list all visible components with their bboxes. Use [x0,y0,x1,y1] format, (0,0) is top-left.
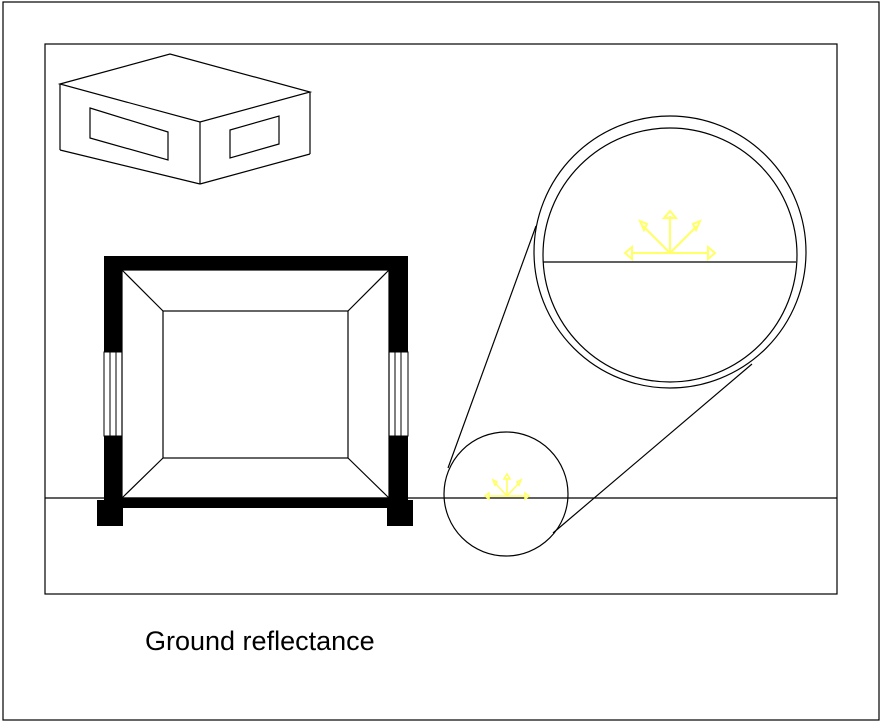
window-right [388,351,409,437]
diagram-caption: Ground reflectance [145,626,375,656]
room-inner-boundary [121,269,390,499]
room-section [97,256,413,526]
wall-right-lower [389,436,408,508]
wall-left-lower [104,436,122,508]
footing-right [387,500,413,526]
arrow-fan-icon-small [483,472,531,501]
wall-right-upper [389,256,408,352]
wall-left-upper [104,256,122,352]
inner-frame [44,43,838,595]
arrow-fan-icon [623,209,717,262]
wall-top [104,256,408,270]
iso-window-left [89,107,169,161]
magnify-tangent-upper [447,225,537,469]
footing-left [97,500,123,526]
wall-bottom [104,498,408,508]
magnify-tangent-lower [552,363,753,534]
magnified-circle [533,115,807,389]
back-wall [162,310,349,459]
ground-point-circle [443,431,569,557]
isometric-box-icon [57,53,313,185]
window-left [103,351,123,437]
iso-window-right [229,115,280,159]
